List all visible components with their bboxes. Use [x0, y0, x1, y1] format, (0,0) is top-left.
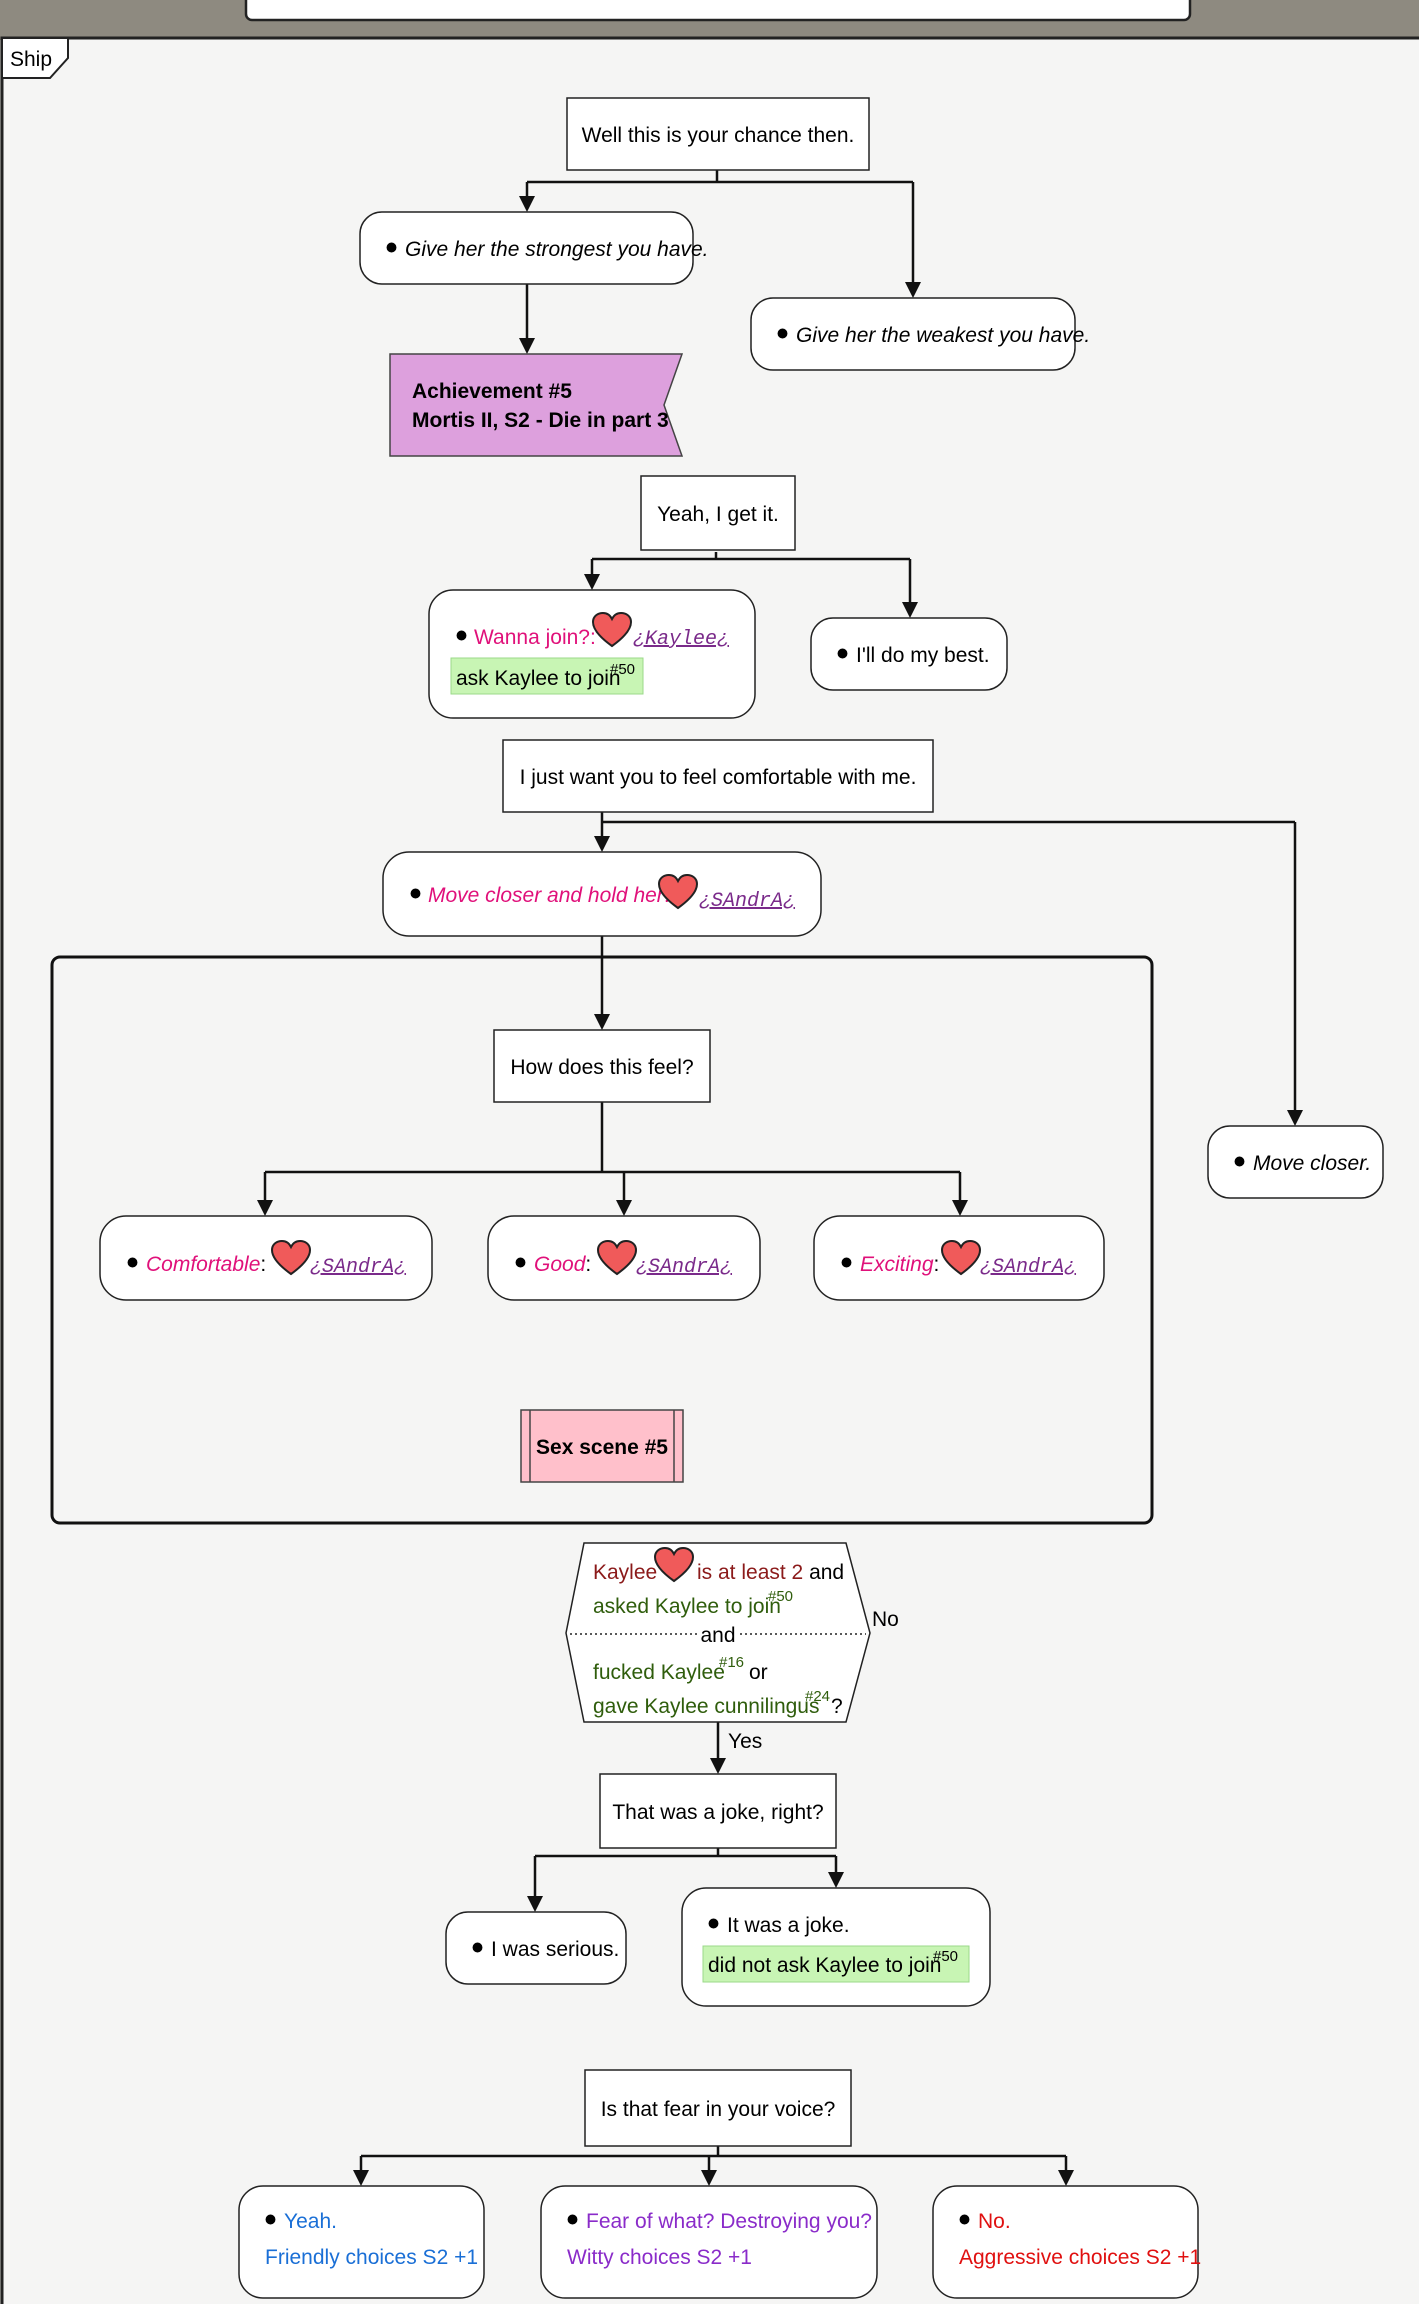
question-node: Is that fear in your voice? — [584, 2069, 852, 2147]
svg-text:How does this feel?: How does this feel? — [510, 1056, 693, 1079]
svg-text:Yeah, I get it.: Yeah, I get it. — [657, 503, 779, 526]
svg-text:Move closer and hold her:: Move closer and hold her: — [428, 884, 670, 907]
frame-label: Ship — [10, 48, 52, 71]
svg-text:Give her the weakest you have.: Give her the weakest you have. — [796, 324, 1090, 347]
svg-text:Kaylee: Kaylee — [593, 1561, 657, 1584]
svg-text:Yeah.: Yeah. — [284, 2210, 337, 2233]
character-link-sandra[interactable]: ¿SAndrA¿ — [980, 1256, 1076, 1279]
choice-serious[interactable]: I was serious. — [445, 1911, 627, 1985]
choice-joke[interactable]: It was a joke. did not ask Kaylee to joi… — [681, 1887, 991, 2007]
svg-text:?: ? — [831, 1695, 843, 1718]
svg-text:ask Kaylee to join: ask Kaylee to join — [456, 667, 621, 690]
svg-text:Witty choices S2 +1: Witty choices S2 +1 — [567, 2246, 752, 2269]
svg-text:asked Kaylee to join: asked Kaylee to join — [593, 1595, 781, 1618]
frame-tab — [1, 37, 69, 79]
choice-move-closer[interactable]: Move closer. — [1207, 1125, 1384, 1199]
choice-no[interactable]: No. Aggressive choices S2 +1 — [932, 2185, 1201, 2299]
svg-text:Friendly choices S2 +1: Friendly choices S2 +1 — [265, 2246, 478, 2269]
previous-frame-edge — [244, 0, 1192, 22]
svg-text:Give her the strongest you hav: Give her the strongest you have. — [405, 238, 709, 261]
svg-text:It was a joke.: It was a joke. — [727, 1914, 850, 1937]
svg-text:Sex scene #5: Sex scene #5 — [536, 1436, 668, 1459]
svg-text:gave Kaylee cunnilingus: gave Kaylee cunnilingus — [593, 1695, 820, 1718]
branch-yes-label: Yes — [728, 1730, 762, 1753]
svg-text:did not ask Kaylee to join: did not ask Kaylee to join — [708, 1954, 941, 1977]
svg-text:or: or — [749, 1661, 768, 1684]
choice-weakest[interactable]: Give her the weakest you have. — [750, 297, 1090, 371]
question-node: How does this feel? — [493, 1029, 711, 1103]
choice-move-closer-hold[interactable]: Move closer and hold her: ¿SAndrA¿ — [382, 851, 822, 937]
choice-strongest[interactable]: Give her the strongest you have. — [359, 211, 709, 285]
subsequence-group — [50, 955, 1154, 1525]
question-node: Well this is your chance then. — [566, 97, 870, 171]
choice-comfortable[interactable]: Comfortable: ¿SAndrA¿ — [99, 1215, 433, 1301]
svg-text:Mortis II, S2 - Die in part 3: Mortis II, S2 - Die in part 3 — [412, 409, 669, 432]
sex-scene-node: Sex scene #5 — [520, 1409, 684, 1483]
svg-text:#50: #50 — [933, 1948, 958, 1965]
choice-wanna-join[interactable]: Wanna join?: ¿Kaylee¿ ask Kaylee to join… — [428, 589, 756, 719]
svg-text:fucked Kaylee: fucked Kaylee — [593, 1661, 725, 1684]
character-link-kaylee[interactable]: ¿Kaylee¿ — [633, 628, 729, 651]
achievement-badge: Achievement #5 Mortis II, S2 - Die in pa… — [389, 353, 684, 457]
svg-text:Exciting:: Exciting: — [860, 1253, 939, 1276]
question-node: I just want you to feel comfortable with… — [502, 739, 934, 813]
svg-text:I just want you to feel comfor: I just want you to feel comfortable with… — [520, 766, 917, 789]
character-link-sandra[interactable]: ¿SAndrA¿ — [699, 890, 795, 913]
svg-text:#50: #50 — [610, 661, 635, 678]
branch-no-label: No — [872, 1608, 899, 1631]
svg-text:Aggressive choices S2 +1: Aggressive choices S2 +1 — [959, 2246, 1201, 2269]
condition-node: Kaylee is at least 2 and asked Kaylee to… — [565, 1542, 871, 1723]
svg-text:#16: #16 — [719, 1654, 744, 1671]
svg-text:#24: #24 — [805, 1688, 830, 1705]
choice-exciting[interactable]: Exciting: ¿SAndrA¿ — [813, 1215, 1105, 1301]
svg-text:Fear of what? Destroying you?: Fear of what? Destroying you? — [586, 2210, 872, 2233]
svg-text:No.: No. — [978, 2210, 1011, 2233]
svg-text:Achievement #5: Achievement #5 — [412, 380, 572, 403]
svg-text:Well this is your chance then.: Well this is your chance then. — [582, 124, 855, 147]
svg-text:Wanna join?:: Wanna join?: — [474, 626, 596, 649]
svg-text:and: and — [700, 1624, 735, 1647]
svg-text:I was serious.: I was serious. — [491, 1938, 619, 1961]
choice-good[interactable]: Good: ¿SAndrA¿ — [487, 1215, 761, 1301]
choice-do-my-best[interactable]: I'll do my best. — [810, 617, 1008, 691]
question-node: That was a joke, right? — [599, 1773, 837, 1849]
svg-text:I'll do my best.: I'll do my best. — [856, 644, 990, 667]
svg-text:#50: #50 — [768, 1588, 793, 1605]
svg-text:Comfortable:: Comfortable: — [146, 1253, 266, 1276]
question-node: Yeah, I get it. — [640, 475, 796, 551]
svg-text:Is that fear in your voice?: Is that fear in your voice? — [601, 2098, 836, 2121]
character-link-sandra[interactable]: ¿SAndrA¿ — [310, 1256, 406, 1279]
choice-yeah[interactable]: Yeah. Friendly choices S2 +1 — [238, 2185, 485, 2299]
connectors — [257, 168, 1303, 2186]
character-link-sandra[interactable]: ¿SAndrA¿ — [636, 1256, 732, 1279]
choice-fear-of-what[interactable]: Fear of what? Destroying you? Witty choi… — [540, 2185, 878, 2299]
svg-text:That was a joke, right?: That was a joke, right? — [612, 1801, 823, 1824]
svg-text:is at least 2 and: is at least 2 and — [697, 1561, 844, 1584]
svg-text:Good:: Good: — [534, 1253, 591, 1276]
svg-text:Move closer.: Move closer. — [1253, 1152, 1371, 1175]
